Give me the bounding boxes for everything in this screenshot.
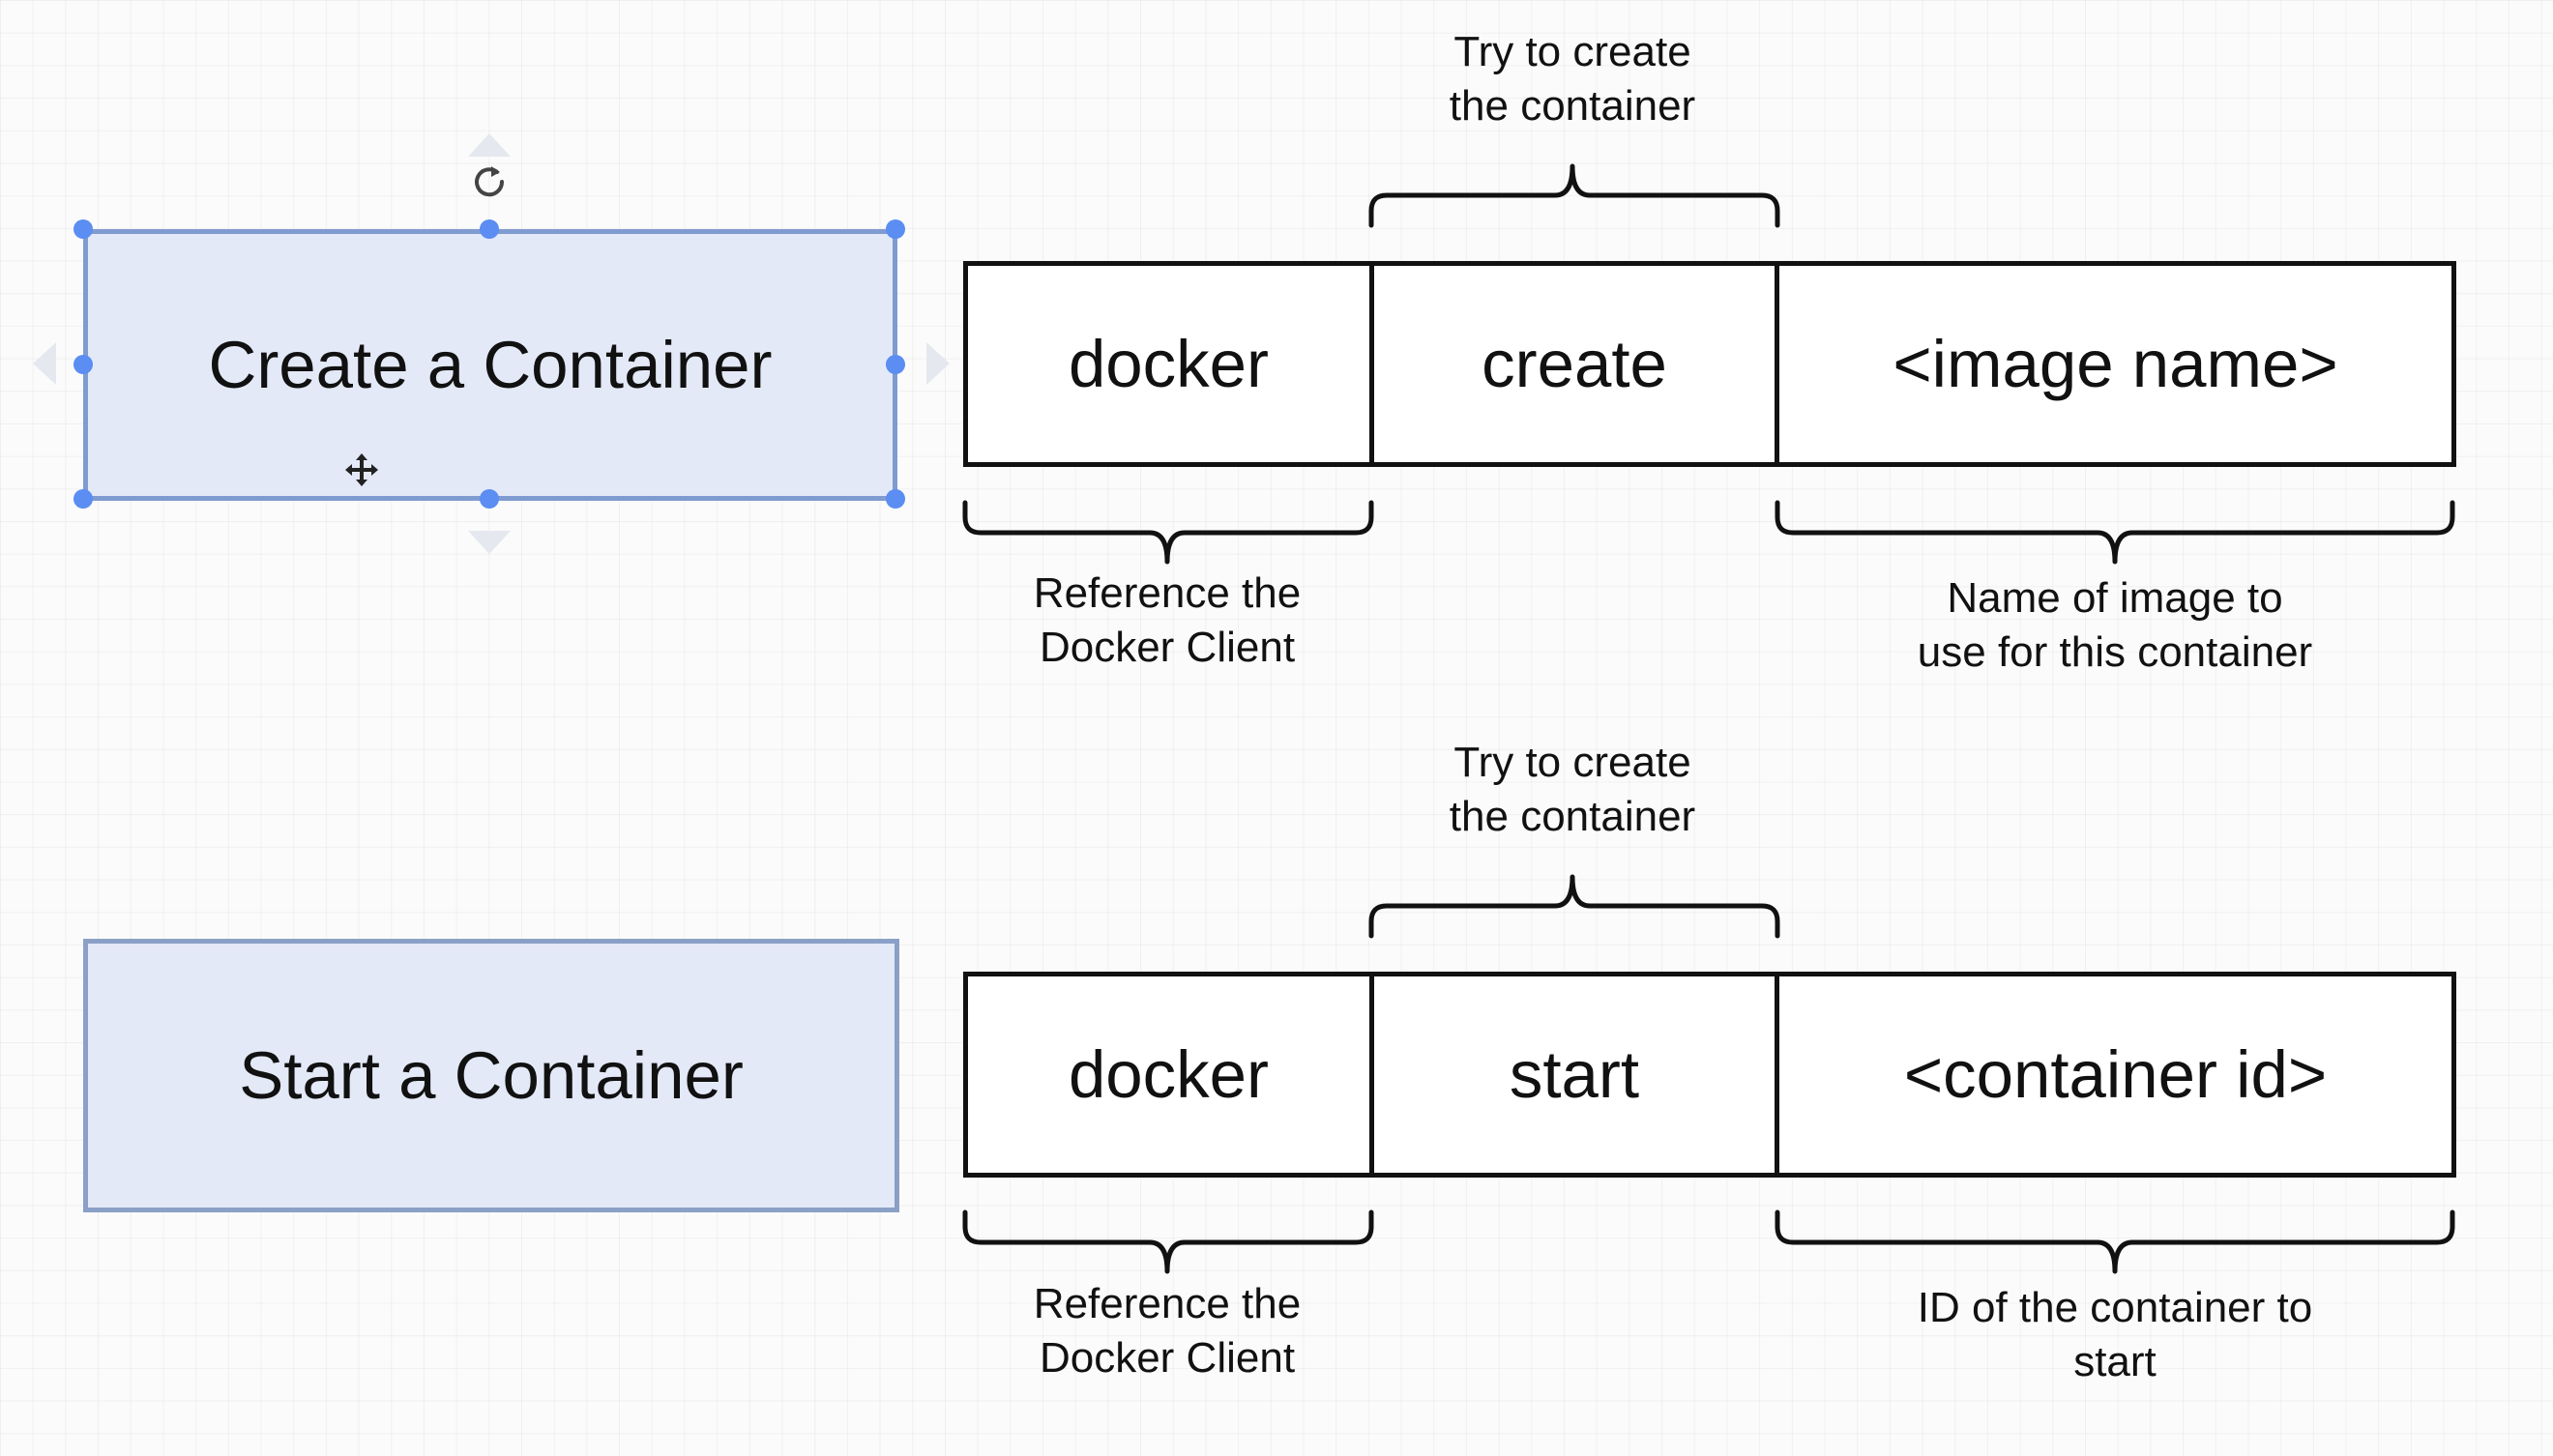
- create-container-shape[interactable]: Create a Container: [83, 229, 897, 501]
- command-cell-docker[interactable]: docker: [968, 976, 1374, 1173]
- resize-handle-top-right[interactable]: [886, 219, 905, 239]
- create-right-note[interactable]: Name of image to use for this container: [1918, 571, 2312, 680]
- start-left-note[interactable]: Reference the Docker Client: [1034, 1277, 1301, 1385]
- start-command-row[interactable]: docker start <container id>: [963, 972, 2456, 1178]
- resize-handle-left[interactable]: [73, 355, 93, 374]
- create-left-brace: [962, 500, 1374, 565]
- start-right-brace: [1775, 1209, 2455, 1274]
- create-container-label: Create a Container: [208, 328, 773, 402]
- start-right-note-line-1: ID of the container to: [1917, 1284, 2313, 1331]
- start-top-note[interactable]: Try to create the container: [1450, 736, 1695, 844]
- start-top-note-line-1: Try to create: [1453, 739, 1691, 786]
- create-left-note-line-2: Docker Client: [1039, 624, 1296, 671]
- start-right-note[interactable]: ID of the container to start: [1918, 1281, 2312, 1389]
- start-right-note-line-2: start: [2073, 1338, 2157, 1385]
- move-cursor-icon: [345, 453, 378, 486]
- rotate-icon[interactable]: [468, 160, 511, 203]
- create-top-brace: [1368, 163, 1780, 228]
- start-left-note-line-2: Docker Client: [1039, 1334, 1296, 1382]
- start-top-brace: [1368, 874, 1780, 939]
- resize-handle-right[interactable]: [886, 355, 905, 374]
- resize-handle-top-left[interactable]: [73, 219, 93, 239]
- command-cell-container-id[interactable]: <container id>: [1903, 1037, 2328, 1112]
- command-cell-create[interactable]: create: [1374, 266, 1779, 462]
- connect-arrow-up-icon[interactable]: [464, 131, 514, 160]
- create-right-brace: [1775, 500, 2455, 565]
- start-top-note-line-2: the container: [1449, 793, 1696, 840]
- start-left-brace: [962, 1209, 1374, 1274]
- start-container-shape[interactable]: Start a Container: [83, 939, 899, 1212]
- create-left-note[interactable]: Reference the Docker Client: [1034, 567, 1301, 675]
- connect-arrow-left-icon[interactable]: [29, 338, 58, 389]
- create-top-note[interactable]: Try to create the container: [1450, 25, 1695, 133]
- command-cell-docker[interactable]: docker: [968, 266, 1374, 462]
- start-left-note-line-1: Reference the: [1033, 1280, 1302, 1327]
- create-command-row[interactable]: docker create <image name>: [963, 261, 2456, 467]
- create-right-note-line-1: Name of image to: [1947, 574, 2283, 622]
- connect-arrow-down-icon[interactable]: [464, 527, 514, 556]
- resize-handle-top[interactable]: [480, 219, 499, 239]
- resize-handle-bottom-right[interactable]: [886, 489, 905, 509]
- start-container-label: Start a Container: [239, 1038, 744, 1113]
- command-cell-image-name[interactable]: <image name>: [1893, 327, 2338, 401]
- command-cell-start[interactable]: start: [1374, 976, 1779, 1173]
- resize-handle-bottom-left[interactable]: [73, 489, 93, 509]
- create-top-note-line-2: the container: [1449, 82, 1696, 130]
- create-left-note-line-1: Reference the: [1033, 569, 1302, 617]
- connect-arrow-right-icon[interactable]: [924, 338, 954, 389]
- create-right-note-line-2: use for this container: [1917, 628, 2313, 676]
- create-top-note-line-1: Try to create: [1453, 28, 1691, 75]
- resize-handle-bottom[interactable]: [480, 489, 499, 509]
